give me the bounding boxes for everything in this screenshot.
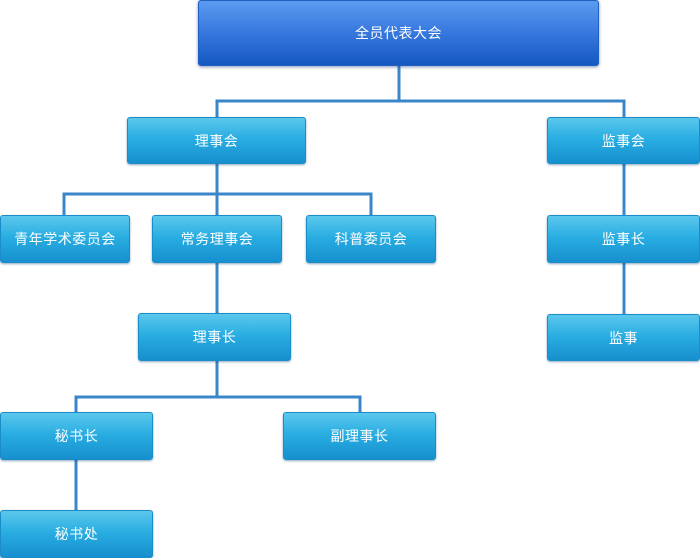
connector-assembly-supervisory [399, 99, 626, 118]
connector-chairman-secretary-vice [74, 395, 362, 413]
node-secretariat: 秘书处 [0, 510, 153, 558]
node-chief-supervisor: 监事长 [547, 215, 700, 263]
node-standing-council: 常务理事会 [152, 215, 282, 263]
node-supervisory-board: 监事会 [547, 117, 700, 164]
node-secretary-general: 秘书长 [0, 412, 153, 460]
node-council: 理事会 [127, 117, 306, 164]
node-general-assembly: 全员代表大会 [198, 0, 599, 66]
connector-assembly-council [215, 66, 401, 118]
node-vice-chairman: 副理事长 [283, 412, 436, 460]
node-science-popularization-committee: 科普委员会 [306, 215, 436, 263]
node-chairman: 理事长 [138, 313, 291, 361]
node-supervisor: 监事 [547, 314, 700, 361]
node-youth-academic-committee: 青年学术委员会 [0, 215, 130, 263]
